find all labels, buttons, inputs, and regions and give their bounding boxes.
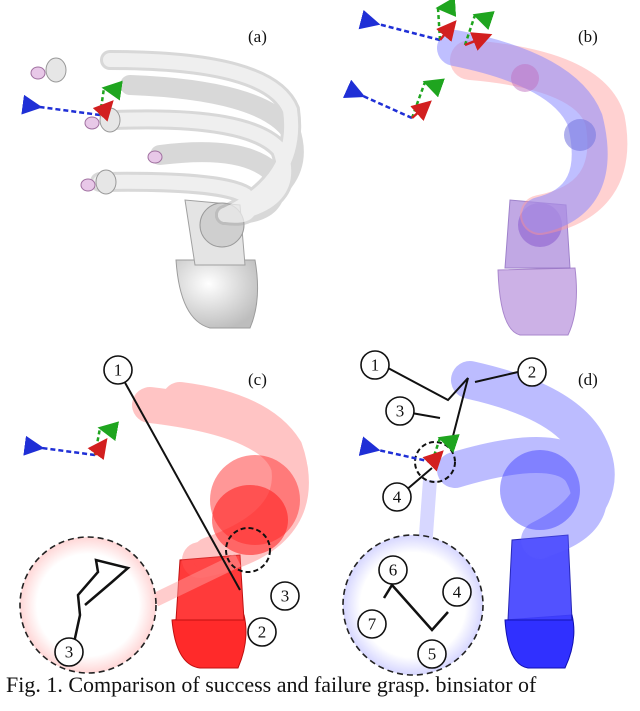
target-circle <box>414 441 456 483</box>
panel-d: (d) 1 2 <box>342 350 615 676</box>
figure-caption: Fig. 1. Comparison of success and failur… <box>6 672 537 697</box>
inset-callout-5: 5 <box>417 639 447 669</box>
inset-zoom <box>19 536 157 674</box>
panel-c-label: (c) <box>248 370 267 389</box>
inset-callout-3: 3 <box>54 637 84 667</box>
robot-base <box>171 614 247 669</box>
callout-lines <box>387 367 469 441</box>
inset-callout-7: 7 <box>357 609 387 639</box>
svg-text:1: 1 <box>371 356 380 375</box>
callout-1: 1 <box>103 355 133 385</box>
svg-text:5: 5 <box>428 645 437 664</box>
panel-a: (a) <box>21 27 304 329</box>
svg-text:7: 7 <box>368 615 377 634</box>
robot-base <box>497 267 577 336</box>
callout-line-1 <box>117 369 241 591</box>
svg-text:6: 6 <box>389 561 398 580</box>
inset-trajectory <box>70 558 131 653</box>
robot-link <box>507 534 573 621</box>
inset-callout-4: 4 <box>442 577 472 607</box>
axis-triad <box>358 434 460 472</box>
panel-c: (c) 1 2 <box>19 355 309 674</box>
callout-2: 2 <box>247 617 277 647</box>
inset-trajectory <box>382 582 449 632</box>
robot-base <box>175 259 259 329</box>
svg-text:2: 2 <box>258 623 267 642</box>
svg-text:4: 4 <box>393 488 402 507</box>
svg-text:3: 3 <box>65 643 74 662</box>
svg-text:3: 3 <box>396 402 405 421</box>
callout-3: 3 <box>385 396 415 426</box>
axis-triad <box>342 0 495 122</box>
axis-triad <box>23 421 120 461</box>
svg-text:2: 2 <box>528 363 537 382</box>
svg-text:4: 4 <box>453 583 462 602</box>
panel-d-label: (d) <box>578 370 598 389</box>
robot-arm-trajectory <box>437 361 615 559</box>
robot-base <box>504 614 575 669</box>
svg-text:1: 1 <box>114 361 123 380</box>
inset-callout-6: 6 <box>378 555 408 585</box>
callout-4: 4 <box>382 482 412 512</box>
inset-zoom <box>342 534 484 676</box>
callout-3: 3 <box>270 581 300 611</box>
target-circle <box>225 527 271 573</box>
panel-a-label: (a) <box>248 27 267 46</box>
panel-b: (b) <box>342 0 628 336</box>
svg-text:3: 3 <box>281 587 290 606</box>
panel-b-label: (b) <box>578 27 598 46</box>
callout-2: 2 <box>517 357 547 387</box>
axis-triad <box>21 80 123 122</box>
callout-1: 1 <box>360 350 390 380</box>
